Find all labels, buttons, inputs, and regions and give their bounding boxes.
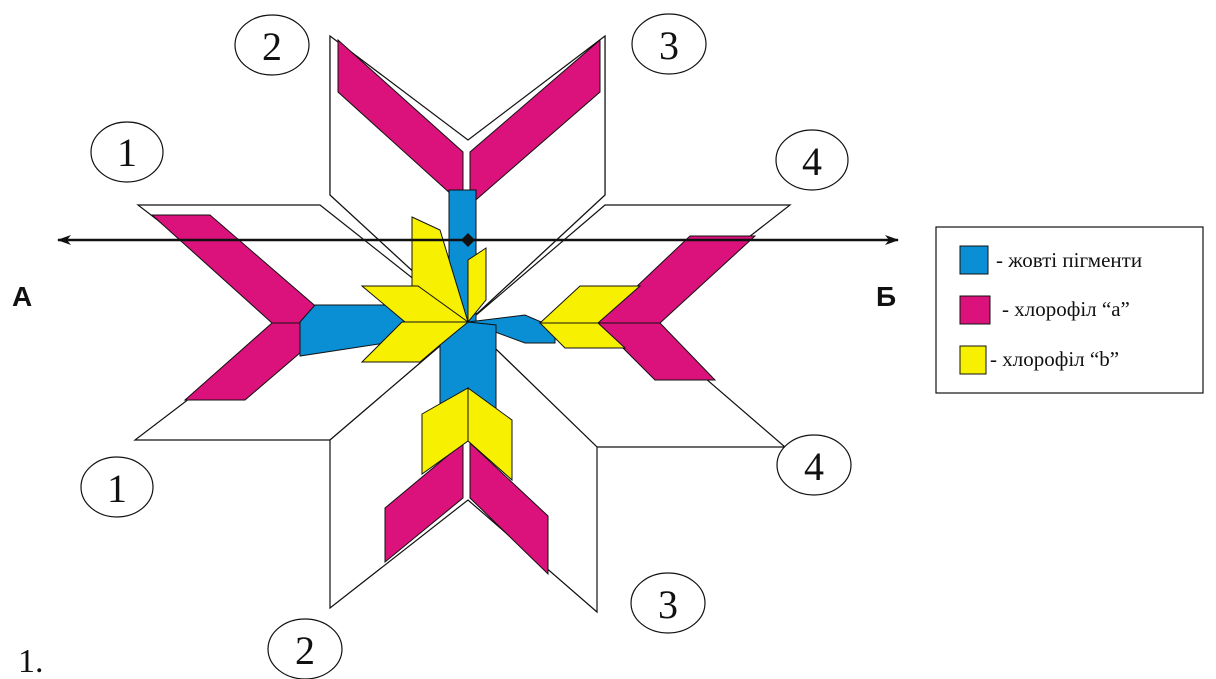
axis-label-a: А (12, 281, 32, 312)
region-number-bottom-left-1: 1 (81, 457, 153, 517)
svg-text:4: 4 (802, 139, 822, 184)
legend-label-chlorophyll-a: - хлорофіл “а” (1002, 297, 1130, 321)
legend-label-chlorophyll-b: - хлорофіл “b” (990, 347, 1119, 371)
svg-text:1: 1 (107, 466, 127, 511)
legend-item-yellow-pigments: - жовті пігменти (960, 246, 1142, 274)
region-number-bottom-2: 2 (268, 619, 342, 679)
legend-swatch-blue (960, 246, 988, 274)
legend-swatch-yellow (960, 346, 986, 374)
legend-label-yellow-pigments: - жовті пігменти (996, 248, 1142, 272)
figure-label: 1. (18, 643, 44, 679)
region-number-top-right-4: 4 (776, 130, 848, 190)
svg-text:1: 1 (117, 130, 137, 175)
svg-text:2: 2 (295, 628, 315, 673)
legend-item-chlorophyll-b: - хлорофіл “b” (960, 346, 1119, 374)
region-number-bottom-3: 3 (631, 573, 705, 633)
region-number-bottom-right-4: 4 (777, 435, 851, 495)
svg-text:4: 4 (804, 444, 824, 489)
region-number-top-left-1: 1 (91, 122, 163, 182)
region-number-top-3: 3 (632, 14, 706, 74)
svg-text:2: 2 (262, 24, 282, 69)
svg-text:3: 3 (659, 23, 679, 68)
legend-swatch-magenta (960, 296, 990, 324)
svg-text:3: 3 (658, 582, 678, 627)
legend: - жовті пігменти - хлорофіл “а” - хлороф… (936, 227, 1203, 393)
axis-label-b: Б (876, 281, 896, 312)
region-number-top-2: 2 (235, 15, 309, 75)
legend-item-chlorophyll-a: - хлорофіл “а” (960, 296, 1130, 324)
